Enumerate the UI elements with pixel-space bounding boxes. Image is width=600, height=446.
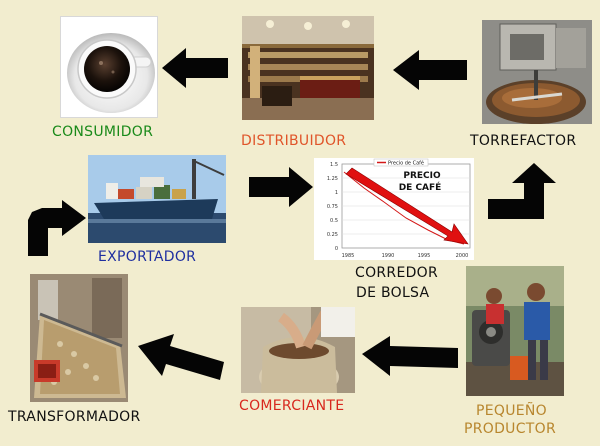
y-tick: 0.75	[327, 204, 338, 210]
coffee-mill-photo	[30, 274, 128, 402]
arrow-turn-right-icon	[28, 200, 86, 256]
y-tick: 1.25	[327, 176, 338, 182]
y-tick: 0.5	[330, 218, 338, 224]
price-chart: 1.5 1.25 1 0.75 0.5 0.25 0 1985 1990 199…	[314, 158, 474, 260]
y-tick: 0	[335, 246, 338, 252]
y-tick: 0.25	[327, 232, 338, 238]
arrow-left-icon	[362, 336, 458, 376]
x-tick: 1985	[342, 253, 355, 259]
label-comerciante: COMERCIANTE	[239, 398, 345, 414]
label-corredor-line1: CORREDOR	[355, 265, 439, 281]
arrow-right-icon	[249, 167, 313, 207]
label-corredor-line2: DE BOLSA	[356, 285, 430, 301]
label-distribuidor: DISTRIBUIDOR	[241, 133, 347, 149]
chart-annotation-line2: DE CAFÉ	[399, 181, 442, 193]
arrow-turn-up-icon	[488, 163, 556, 219]
x-tick: 1995	[418, 253, 431, 259]
label-exportador: EXPORTADOR	[98, 249, 197, 265]
x-tick: 2000	[456, 253, 469, 259]
label-productor-line2: PRODUCTOR	[464, 421, 556, 437]
chart-annotation-line1: PRECIO	[403, 171, 441, 181]
coffee-shop-photo	[242, 16, 374, 120]
arrow-left-icon	[393, 50, 467, 90]
label-transformador: TRANSFORMADOR	[8, 409, 141, 425]
arrow-left-icon	[138, 334, 224, 380]
y-tick: 1.5	[330, 162, 338, 168]
cargo-ship-photo	[88, 155, 226, 243]
coffee-cup-photo	[60, 16, 158, 118]
chart-legend: Precio de Café	[388, 160, 424, 167]
coffee-sack-photo	[241, 307, 355, 393]
price-down-arrow	[345, 167, 469, 245]
label-productor-line1: PEQUEÑO	[476, 403, 547, 419]
y-tick: 1	[335, 190, 338, 196]
label-consumidor: CONSUMIDOR	[52, 124, 154, 140]
label-torrefactor: TORREFACTOR	[470, 133, 577, 149]
farmers-photo	[466, 266, 564, 396]
arrow-left-icon	[162, 48, 228, 88]
roaster-photo	[482, 20, 592, 124]
x-tick: 1990	[382, 253, 395, 259]
